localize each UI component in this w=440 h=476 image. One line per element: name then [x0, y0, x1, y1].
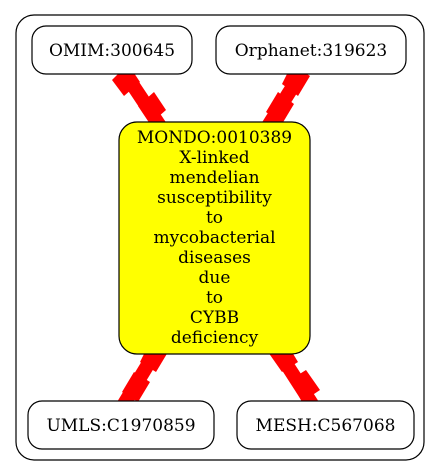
center-node-line: diseases [178, 248, 251, 268]
node-orphanet[interactable]: Orphanet:319623 [215, 25, 407, 75]
center-node-line: to [206, 288, 223, 308]
node-orphanet-label: Orphanet:319623 [235, 41, 388, 61]
node-omim-label: OMIM:300645 [49, 41, 175, 61]
center-node-line: X-linked [179, 148, 249, 168]
node-center[interactable]: MONDO:0010389 X-linkedmendeliansusceptib… [118, 121, 311, 355]
center-node-line: mendelian [169, 168, 259, 188]
node-mesh[interactable]: MESH:C567068 [236, 400, 415, 450]
center-node-line: CYBB [190, 308, 239, 328]
center-node-line: due [199, 268, 231, 288]
node-umls-label: UMLS:C1970859 [46, 416, 195, 436]
center-node-line: mycobacterial [153, 228, 275, 248]
center-node-id: MONDO:0010389 [137, 128, 292, 148]
center-node-line: susceptibility [157, 188, 272, 208]
center-node-line: deficiency [171, 328, 259, 348]
node-umls[interactable]: UMLS:C1970859 [27, 400, 215, 450]
node-mesh-label: MESH:C567068 [256, 416, 396, 436]
center-node-description: X-linkedmendeliansusceptibilitytomycobac… [153, 148, 275, 348]
center-node-line: to [206, 208, 223, 228]
node-omim[interactable]: OMIM:300645 [31, 25, 193, 75]
